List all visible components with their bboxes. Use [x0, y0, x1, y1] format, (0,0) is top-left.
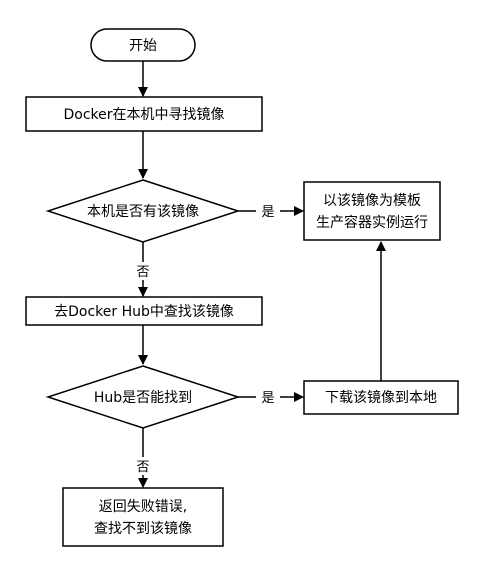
- search-local-label: Docker在本机中寻找镜像: [63, 107, 224, 123]
- search-local-node: Docker在本机中寻找镜像: [25, 96, 263, 132]
- start-node: 开始: [90, 28, 196, 62]
- run-container-label-line2: 生产容器实例运行: [316, 214, 428, 231]
- error-node: 返回失败错误, 查找不到该镜像: [62, 487, 224, 547]
- edge-local-no-label: 否: [136, 265, 149, 280]
- edge-local-yes-label: 是: [261, 205, 274, 220]
- edge-hub-no-label: 否: [136, 460, 149, 475]
- download-node: 下载该镜像到本地: [303, 380, 459, 415]
- run-container-node: 以该镜像为模板 生产容器实例运行: [303, 181, 441, 241]
- error-label-line1: 返回失败错误,: [99, 499, 187, 515]
- search-hub-label: 去Docker Hub中查找该镜像: [54, 304, 234, 320]
- error-label-line2: 查找不到该镜像: [94, 521, 192, 537]
- download-label: 下载该镜像到本地: [325, 390, 437, 406]
- hub-found-decision: Hub是否能找到: [45, 365, 241, 429]
- hub-found-label: Hub是否能找到: [94, 390, 192, 406]
- search-hub-node: 去Docker Hub中查找该镜像: [25, 296, 263, 326]
- run-container-label-line1: 以该镜像为模板: [323, 193, 421, 209]
- local-exists-decision: 本机是否有该镜像: [45, 179, 241, 243]
- local-exists-label: 本机是否有该镜像: [87, 204, 199, 220]
- edge-hub-yes-label: 是: [261, 391, 274, 406]
- start-label: 开始: [129, 38, 157, 54]
